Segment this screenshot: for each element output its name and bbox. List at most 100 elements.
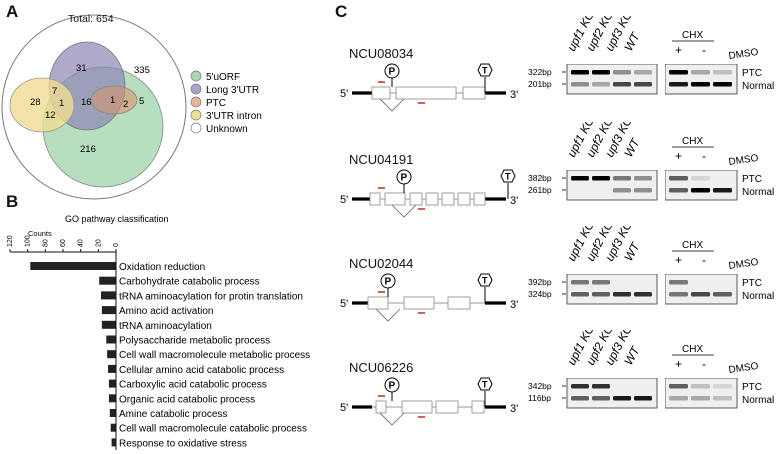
gel-box	[566, 274, 658, 305]
exon-box	[371, 86, 391, 100]
legend-swatch-uorf	[190, 70, 202, 82]
gel-band-normal	[713, 82, 732, 87]
exon-box	[435, 400, 459, 414]
gel-band-normal	[571, 292, 589, 297]
go-category-label: Polysaccharide metabolic process	[119, 336, 270, 347]
exon-box	[384, 192, 406, 206]
exon-box	[367, 296, 389, 310]
condition-labels: CHX+-DMSO	[672, 240, 759, 272]
gel-band-ptc	[669, 280, 688, 285]
band-label-ptc: PTC	[742, 174, 762, 185]
gel-band-normal	[669, 188, 688, 193]
chx-plus: +	[675, 357, 682, 371]
exon-box	[447, 296, 471, 310]
go-bar	[99, 276, 116, 285]
gel-band-ptc	[691, 176, 710, 181]
gel-band-normal	[691, 396, 710, 401]
gel-band-normal	[634, 292, 652, 297]
gel-chx: PTC Normal	[665, 170, 774, 201]
go-tick-label: 0	[113, 243, 120, 247]
exon-box	[375, 400, 387, 414]
chx-plus: +	[675, 43, 682, 57]
exon-box	[457, 192, 471, 206]
gel-band-ptc	[571, 176, 589, 181]
exon-box	[409, 192, 423, 206]
gel-band-normal	[592, 396, 610, 401]
stop-marker	[477, 273, 493, 287]
dmso-label: DMSO	[728, 361, 759, 376]
venn-unknown: 335	[134, 65, 150, 76]
splice-junction	[379, 98, 405, 112]
go-tick-label: 60	[60, 239, 67, 247]
go-category-label: tRNA aminoacylation	[119, 321, 212, 332]
three-prime-label: 3'	[510, 403, 518, 415]
band-label-normal: Normal	[742, 291, 774, 302]
ptc-marker	[396, 169, 412, 185]
gel-band-ptc	[669, 176, 688, 181]
go-category-label: Cell wall macromolecule metabolic proces…	[119, 350, 310, 361]
three-prime-label: 3'	[510, 299, 518, 311]
ptc-marker-label: P	[401, 173, 408, 184]
exon-box	[425, 192, 439, 206]
venn-uorf-intron: 12	[45, 110, 56, 121]
venn-intron-only: 28	[30, 97, 41, 108]
gel-band-normal	[713, 188, 732, 193]
gel-band-ptc	[691, 70, 710, 75]
gel-band-normal	[713, 396, 732, 401]
gel-box	[566, 170, 658, 201]
gel-band-normal	[571, 82, 589, 87]
gel-band-normal	[613, 396, 631, 401]
ptc-marker	[384, 63, 400, 79]
gel-band-ptc	[592, 176, 610, 181]
chx-minus: -	[702, 149, 706, 163]
band-size-top: 392bp	[528, 277, 552, 287]
go-category-label: Cellular amino acid catabolic process	[119, 365, 284, 376]
go-category-label: Amine catabolic process	[119, 409, 227, 420]
gel-band-ptc	[634, 176, 652, 181]
exon-box	[441, 192, 455, 206]
exon-box	[395, 86, 457, 100]
chx-minus: -	[702, 43, 706, 57]
go-tick-label: 40	[78, 239, 85, 247]
legend-label-intron: 3'UTR intron	[206, 111, 262, 122]
stop-marker-label: T	[482, 380, 488, 390]
legend-swatch-intron	[190, 109, 202, 121]
band-label-normal: Normal	[742, 187, 774, 198]
ptc-marker-label: P	[385, 277, 392, 288]
gel-band-normal	[691, 292, 710, 297]
ptc-marker-label: P	[389, 381, 396, 392]
five-prime-label: 5'	[340, 88, 348, 100]
gel-band-normal	[634, 82, 652, 87]
gel-band-normal	[691, 82, 710, 87]
go-bar	[108, 364, 116, 373]
splice-junction	[391, 204, 417, 218]
legend-label-ptc: PTC	[206, 98, 226, 109]
band-size-top: 382bp	[528, 173, 552, 183]
gel-band-ptc	[669, 70, 688, 75]
stop-marker	[500, 169, 516, 183]
legend-swatch-long	[190, 83, 202, 95]
gel-band-ptc	[669, 384, 688, 389]
exon-box	[403, 296, 435, 310]
gel-box	[566, 378, 658, 409]
gel-band-normal	[634, 396, 652, 401]
gel-band-normal	[634, 188, 652, 193]
band-label-ptc: PTC	[742, 68, 762, 79]
panel-c-letter: C	[335, 2, 348, 21]
gene-name: NCU08034	[349, 46, 414, 61]
go-bar	[107, 350, 116, 359]
gel-band-ptc	[592, 70, 610, 75]
condition-labels: CHX+-DMSO	[672, 30, 759, 62]
legend-label-unknown: Unknown	[206, 124, 248, 135]
band-size-bottom: 261bp	[528, 185, 552, 195]
